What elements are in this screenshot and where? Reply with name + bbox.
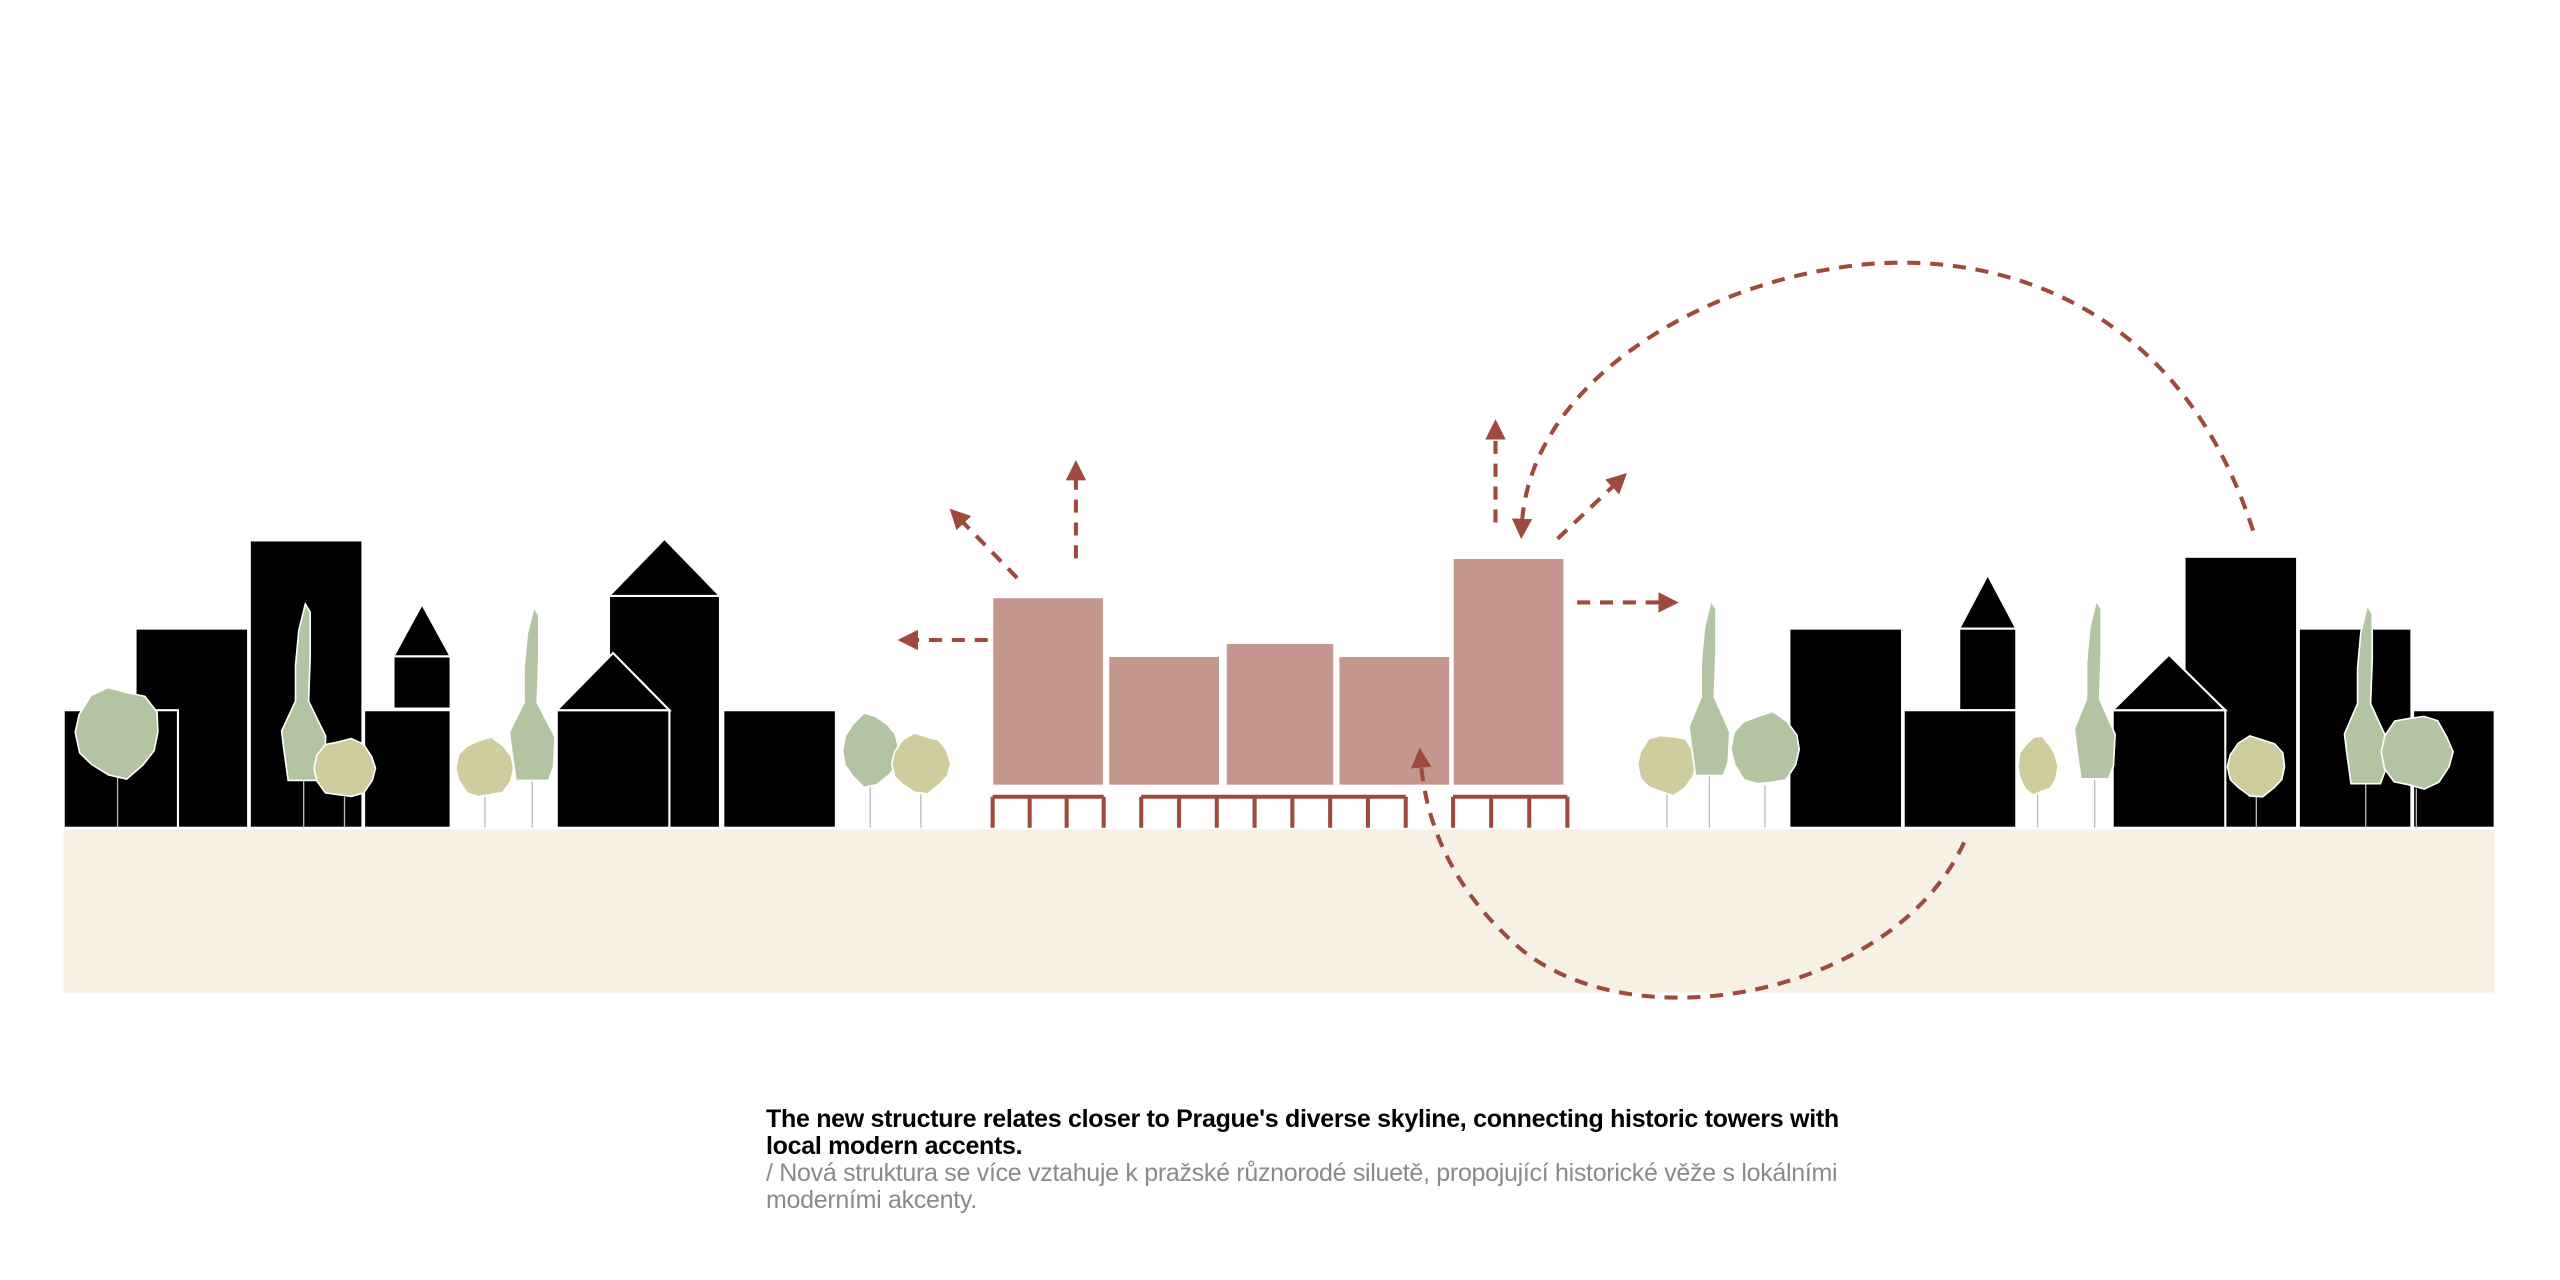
cypress-tree bbox=[280, 601, 327, 782]
deciduous-tree bbox=[2380, 715, 2454, 790]
caption-czech: / Nová struktura se více vztahuje k praž… bbox=[766, 1159, 1838, 1214]
roof bbox=[606, 537, 723, 597]
deciduous-tree bbox=[313, 737, 377, 798]
cypress-tree bbox=[2073, 598, 2116, 780]
historic-building bbox=[1958, 627, 2018, 712]
historic-building bbox=[363, 709, 452, 829]
deciduous-tree bbox=[1730, 710, 1801, 785]
deciduous-tree bbox=[841, 711, 901, 789]
deciduous-tree bbox=[2016, 734, 2059, 797]
arc-arrow-from-tower bbox=[1511, 260, 2256, 540]
roof bbox=[1957, 572, 2019, 630]
deciduous-tree bbox=[74, 686, 159, 780]
new-building-block bbox=[1225, 642, 1335, 786]
new-building-block bbox=[1338, 655, 1451, 786]
caption: The new structure relates closer to Prag… bbox=[766, 1106, 1866, 1214]
deciduous-tree bbox=[1636, 734, 1698, 797]
deciduous-tree bbox=[890, 732, 952, 795]
arrow-up-right bbox=[1556, 472, 1627, 541]
historic-building bbox=[392, 655, 452, 710]
historic-building bbox=[1902, 709, 2018, 829]
new-building-block bbox=[1107, 655, 1221, 786]
deciduous-tree bbox=[2226, 734, 2286, 798]
cypress-tree bbox=[508, 605, 556, 782]
deciduous-tree bbox=[454, 736, 515, 798]
new-structure bbox=[990, 557, 1570, 828]
arc-arrow-from-ground bbox=[1410, 747, 1966, 1000]
arrow-up-left bbox=[949, 508, 1019, 580]
new-building-block bbox=[992, 596, 1105, 786]
historic-building bbox=[722, 709, 837, 829]
caption-english: The new structure relates closer to Prag… bbox=[766, 1105, 1839, 1160]
roof bbox=[391, 601, 453, 658]
cypress-tree bbox=[2343, 603, 2388, 785]
cypress-tree bbox=[1688, 598, 1731, 777]
historic-building bbox=[1788, 627, 1904, 829]
roof bbox=[554, 651, 672, 712]
historic-building bbox=[2111, 709, 2227, 829]
relation-arrows bbox=[897, 260, 2256, 1000]
trees bbox=[74, 598, 2454, 828]
historic-building bbox=[555, 709, 671, 829]
roof bbox=[2110, 653, 2228, 712]
ground bbox=[63, 829, 2495, 993]
new-building-block bbox=[1452, 557, 1565, 786]
